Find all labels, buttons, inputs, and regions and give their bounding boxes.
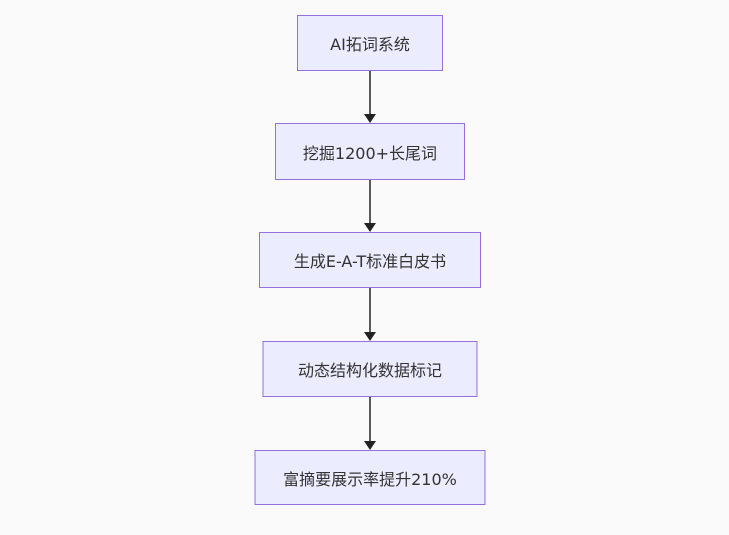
flowchart-node-ai-expansion-system: AI拓词系统 <box>297 15 443 71</box>
node-label: 动态结构化数据标记 <box>297 361 442 380</box>
node-label: 挖掘1200+长尾词 <box>302 143 438 163</box>
arrow-line <box>369 71 371 114</box>
arrow-line <box>369 180 371 223</box>
node-label: 生成E-A-T标准白皮书 <box>293 252 447 271</box>
node-label: AI拓词系统 <box>330 35 410 54</box>
flowchart-node-rich-snippet-rate: 富摘要展示率提升210% <box>254 450 486 505</box>
flowchart-node-structured-data-markup: 动态结构化数据标记 <box>262 341 478 397</box>
arrowhead-down-icon <box>364 114 376 123</box>
arrow-n1-to-n2 <box>364 71 376 123</box>
arrowhead-down-icon <box>364 223 376 232</box>
arrow-n4-to-n5 <box>364 397 376 450</box>
arrow-n2-to-n3 <box>364 180 376 232</box>
arrow-line <box>369 397 371 441</box>
node-label: 富摘要展示率提升210% <box>283 469 457 489</box>
arrow-n3-to-n4 <box>364 288 376 341</box>
flowchart-node-eat-whitepaper: 生成E-A-T标准白皮书 <box>259 232 481 288</box>
flowchart-node-longtail-keywords: 挖掘1200+长尾词 <box>275 123 465 180</box>
arrow-line <box>369 288 371 332</box>
arrowhead-down-icon <box>364 441 376 450</box>
arrowhead-down-icon <box>364 332 376 341</box>
